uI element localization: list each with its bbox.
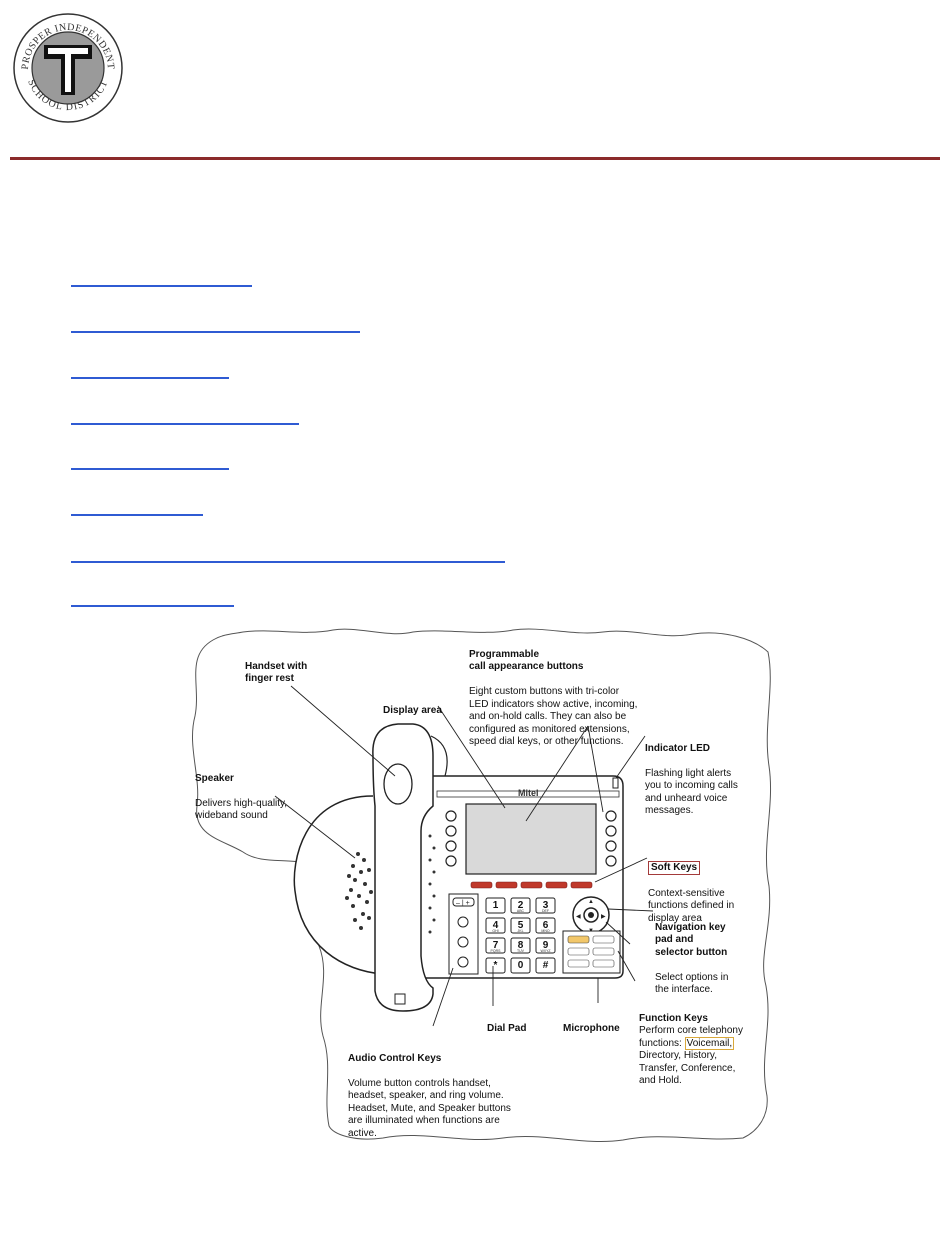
dialpad-key-label: *: [494, 960, 498, 971]
dialpad-key-letters: GHI: [492, 929, 498, 933]
dialpad-key[interactable]: [485, 957, 506, 974]
dialpad-key[interactable]: [535, 957, 556, 974]
dialpad-key-label: 7: [493, 940, 499, 951]
header-rule: [10, 157, 940, 160]
toc-link-1[interactable]: [71, 285, 252, 287]
dialpad-key[interactable]: [535, 897, 556, 914]
voicemail-highlight: Voicemail,: [684, 1036, 735, 1050]
svg-text:◀: ◀: [576, 914, 581, 920]
label-audio-control: Audio Control Keys Volume button control…: [348, 1052, 511, 1139]
toc-link-5[interactable]: [71, 468, 229, 470]
dialpad-key[interactable]: [510, 897, 531, 914]
dialpad-key-label: 2: [518, 900, 524, 911]
dialpad-key-letters: TUV: [517, 949, 525, 953]
dialpad-key[interactable]: [535, 937, 556, 954]
toc-link-6[interactable]: [71, 514, 203, 516]
dialpad-key-label: 4: [493, 920, 499, 931]
dialpad-key-label: 6: [543, 920, 549, 931]
toc-link-8[interactable]: [71, 605, 234, 607]
dialpad-key-label: 8: [518, 940, 524, 951]
dialpad-key-letters: MNO: [541, 929, 549, 933]
toc-link-7[interactable]: [71, 561, 505, 563]
dialpad-key[interactable]: [510, 957, 531, 974]
district-logo: PROSPER INDEPENDENT SCHOOL DISTRICT: [13, 13, 123, 123]
dialpad-key-letters: WXYZ: [540, 949, 551, 953]
label-navigation: Navigation key pad and selector button S…: [655, 921, 729, 996]
label-microphone: Microphone: [563, 1022, 620, 1034]
toc-link-3[interactable]: [71, 377, 229, 379]
dialpad-key-letters: DEF: [542, 909, 549, 913]
volume-keys-text: – | +: [456, 900, 470, 907]
dialpad-key[interactable]: [510, 917, 531, 934]
dialpad-key-label: 0: [518, 960, 524, 971]
label-dial-pad: Dial Pad: [487, 1022, 527, 1034]
svg-text:▶: ▶: [601, 914, 606, 920]
toc-link-2[interactable]: [71, 331, 360, 333]
dialpad-key-label: #: [543, 960, 549, 971]
dialpad-key-label: 5: [518, 920, 524, 931]
dialpad-key[interactable]: [510, 937, 531, 954]
dialpad-key-letters: PQRS: [491, 949, 502, 953]
dialpad-key[interactable]: [485, 897, 506, 914]
label-speaker: Speaker Delivers high-quality, wideband …: [195, 772, 288, 822]
dialpad-key[interactable]: [485, 937, 506, 954]
dialpad-key-letters: ABC: [517, 909, 525, 913]
dialpad-key[interactable]: [535, 917, 556, 934]
brand-text: Mitel: [518, 788, 539, 798]
label-indicator-led: Indicator LED Flashing light alerts you …: [645, 742, 738, 817]
label-programmable: Programmable call appearance buttons Eig…: [469, 648, 638, 748]
dialpad-key[interactable]: [485, 917, 506, 934]
label-display-area: Display area: [383, 704, 442, 716]
toc-link-4[interactable]: [71, 423, 299, 425]
dialpad-key-label: 3: [543, 900, 549, 911]
label-soft-keys: Soft Keys Context-sensitive functions de…: [648, 860, 735, 924]
svg-text:▲: ▲: [588, 899, 594, 905]
dialpad-key-letters: JKL: [517, 929, 523, 933]
label-handset: Handset with finger rest: [245, 660, 308, 685]
dialpad-key-label: 1: [493, 900, 499, 911]
dialpad-key-label: 9: [543, 940, 549, 951]
